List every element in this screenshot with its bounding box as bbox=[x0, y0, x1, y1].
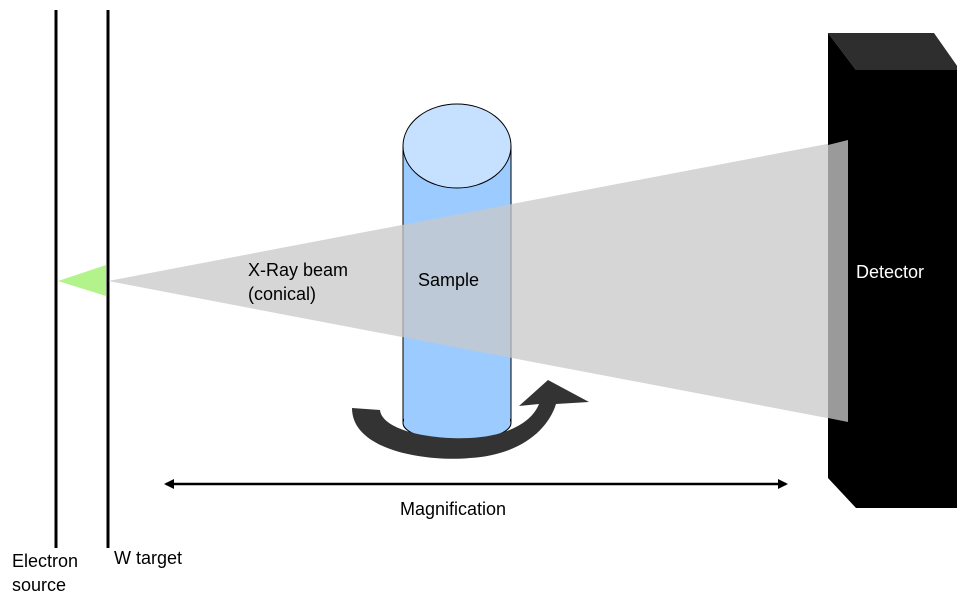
sample-top bbox=[402, 103, 512, 189]
sample-label: Sample bbox=[418, 270, 479, 290]
beam-label-line2: (conical) bbox=[248, 284, 316, 304]
detector-block bbox=[828, 33, 957, 508]
detector-beam-overlap bbox=[828, 140, 848, 422]
electron-source-label-line2: source bbox=[12, 575, 66, 594]
detector-top-face bbox=[828, 33, 957, 70]
electron-beam-spot bbox=[58, 265, 106, 296]
w-target-label: W target bbox=[114, 548, 182, 568]
beam-label-line1: X-Ray beam bbox=[248, 260, 348, 280]
electron-source-label-line1: Electron bbox=[12, 551, 78, 571]
detector-front-face bbox=[856, 70, 957, 508]
magnification-label: Magnification bbox=[400, 499, 506, 519]
detector-label: Detector bbox=[856, 262, 924, 282]
rotation-arrow-icon bbox=[352, 380, 589, 459]
xray-beam-cone bbox=[108, 140, 848, 422]
